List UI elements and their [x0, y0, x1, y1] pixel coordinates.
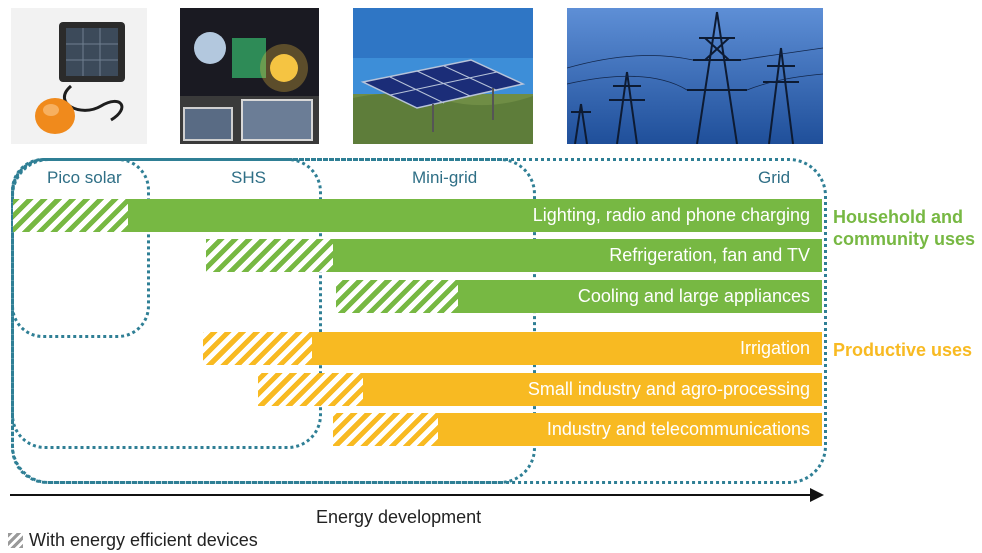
bar-irrigation-efficient-hatch	[203, 332, 312, 365]
bar-label: Refrigeration, fan and TV	[609, 245, 810, 265]
column-label-mini-grid: Mini-grid	[412, 168, 478, 187]
pico-solar-photo	[11, 8, 147, 144]
bar-industry-telecom-efficient-hatch	[333, 413, 438, 446]
column-label-pico-solar: Pico solar	[47, 168, 122, 187]
bar-lighting-radio-phone: Lighting, radio and phone charging	[128, 199, 822, 232]
bar-industry-telecom: Industry and telecommunications	[438, 413, 822, 446]
bar-cooling-large-appliances: Cooling and large appliances	[458, 280, 822, 313]
bar-refrigeration-fan-tv: Refrigeration, fan and TV	[333, 239, 822, 272]
bar-label: Small industry and agro-processing	[527, 379, 810, 399]
bar-small-industry-agro: Small industry and agro-processing	[363, 373, 822, 406]
legend: With energy efficient devices	[8, 530, 258, 551]
bar-refrigeration-efficient-hatch	[206, 239, 333, 272]
bar-label: Industry and telecommunications	[546, 419, 810, 439]
group-label-household: Household and community uses	[833, 206, 975, 250]
mini-grid-photo	[353, 8, 533, 144]
grid-photo	[567, 8, 823, 144]
bar-cooling-efficient-hatch	[336, 280, 458, 313]
bar-small-industry-efficient-hatch	[258, 373, 363, 406]
group-label-line: community uses	[833, 229, 976, 249]
energy-development-axis	[10, 494, 812, 496]
bar-label: Lighting, radio and phone charging	[532, 205, 810, 225]
shs-photo	[180, 8, 319, 144]
bar-irrigation: Irrigation	[312, 332, 822, 365]
axis-label: Energy development	[316, 507, 482, 527]
column-label-grid: Grid	[758, 168, 791, 187]
group-label-line: Household and	[833, 207, 963, 227]
bar-label: Irrigation	[739, 338, 810, 358]
hatch-swatch-icon	[8, 533, 23, 548]
bar-lighting-efficient-hatch	[13, 199, 128, 232]
arrow-right-icon	[810, 488, 824, 502]
column-label-shs: SHS	[231, 168, 266, 187]
bar-label: Cooling and large appliances	[577, 286, 810, 306]
group-label-productive: Productive uses	[833, 340, 973, 360]
grid-boundary	[11, 158, 827, 484]
legend-label: With energy efficient devices	[29, 530, 258, 550]
